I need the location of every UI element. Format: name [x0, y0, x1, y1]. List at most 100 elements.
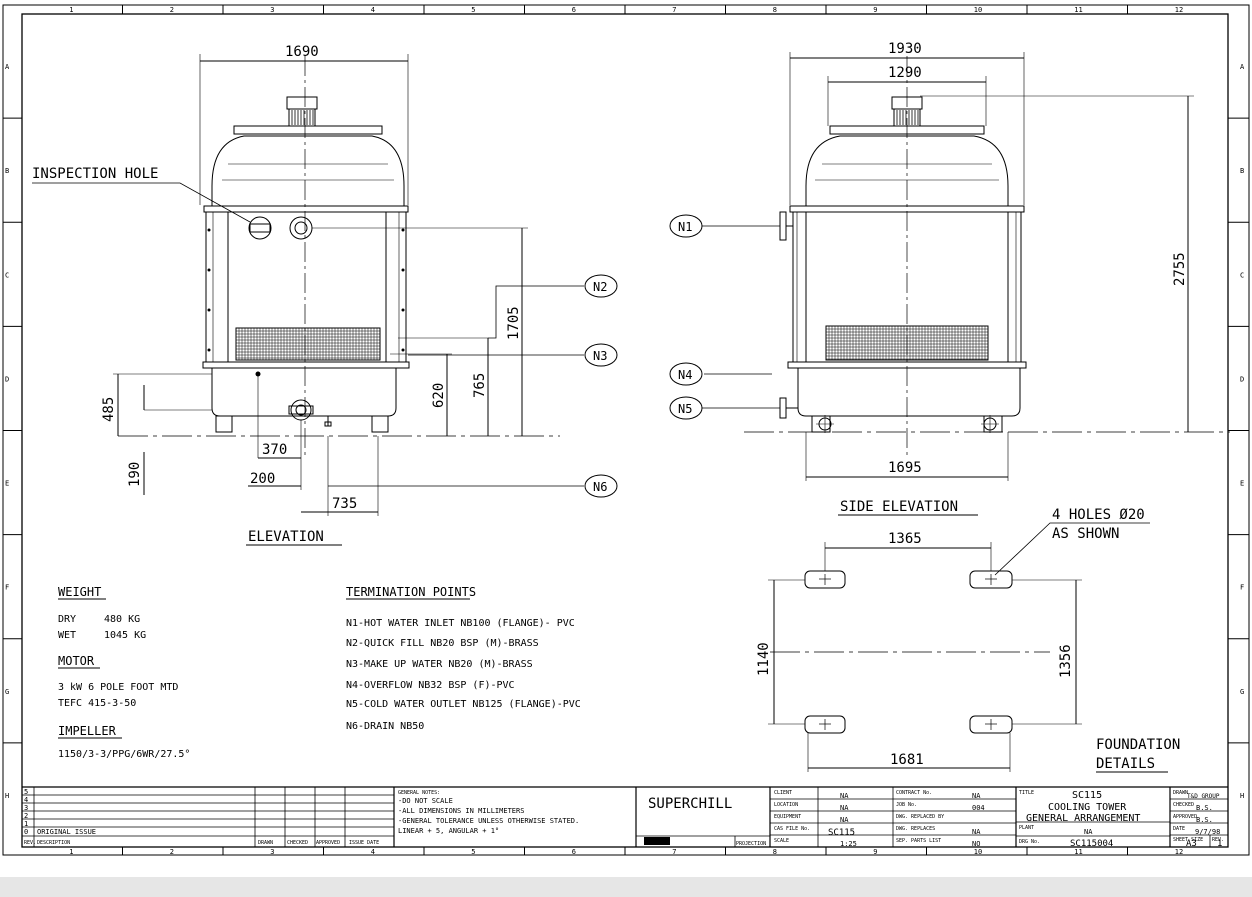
n2-fitting — [289, 216, 313, 240]
date-value: 9/7/98 — [1195, 828, 1220, 836]
dim-200: 200 — [250, 471, 275, 487]
side-elevation-title: SIDE ELEVATION — [840, 499, 958, 515]
termination-item: N3-MAKE UP WATER NB20 (M)-BRASS — [346, 659, 533, 670]
notes-heading: GENERAL NOTES: — [398, 790, 440, 796]
basin — [211, 368, 397, 417]
cas-file-value: SC115 — [828, 828, 855, 838]
plant-label: PLANT — [1019, 825, 1034, 831]
tag-n1: N1 — [678, 220, 692, 234]
dim-1705: 1705 — [506, 306, 522, 340]
grid-row-label: C — [5, 271, 9, 279]
inspection-hole-label: INSPECTION HOLE — [32, 166, 158, 182]
dim-1140: 1140 — [756, 642, 772, 676]
drawn-label: DRAWN — [1173, 790, 1188, 796]
issue-date-header: ISSUE DATE — [349, 840, 379, 846]
elevation-text: 1690 INSPECTION HOLE 1705 765 620 485 19… — [32, 44, 607, 545]
termination-heading: TERMINATION POINTS — [346, 585, 476, 599]
holes-note-line2: AS SHOWN — [1052, 526, 1119, 542]
grid-row-label: D — [1240, 375, 1244, 383]
dim-485: 485 — [101, 397, 117, 422]
dwg-replaces-label: DWG. REPLACES — [896, 826, 935, 832]
grid-col-label: 7 — [672, 848, 676, 856]
motor-line-1: 3 kW 6 POLE FOOT MTD — [58, 682, 178, 693]
cas-file-label: CAS FILE No. — [774, 826, 810, 832]
grid-row-label: G — [5, 688, 9, 696]
motor-line-2: TEFC 415-3-50 — [58, 698, 136, 709]
equipment-label: EQUIPMENT — [774, 814, 801, 820]
termination-block: TERMINATION POINTS N1-HOT WATER INLET NB… — [346, 585, 581, 732]
note-line: LINEAR + 5, ANGULAR + 1° — [398, 827, 499, 835]
viewer-bottom-bar — [0, 877, 1252, 897]
termination-item: N4-OVERFLOW NB32 BSP (F)-PVC — [346, 680, 515, 691]
title-block-text: 5 4 3 2 1 0 ORIGINAL ISSUE REV. DESCRIPT… — [24, 788, 1224, 849]
parts-list-label: SEP. PARTS LIST — [896, 838, 941, 844]
client-label: CLIENT — [774, 790, 792, 796]
termination-item: N5-COLD WATER OUTLET NB125 (FLANGE)-PVC — [346, 699, 581, 710]
grid-row-label: E — [1240, 480, 1244, 488]
checked-label: CHECKED — [1173, 802, 1194, 808]
company-name: SUPERCHILL — [648, 796, 732, 812]
projection-symbol — [644, 837, 670, 845]
tag-n2: N2 — [593, 280, 607, 294]
title-line: SC115 — [1072, 790, 1102, 801]
contract-value: NA — [972, 792, 981, 800]
rev-row-number: 5 — [24, 788, 28, 796]
grid-col-label: 8 — [773, 848, 777, 856]
drg-label: DRG No. — [1019, 839, 1040, 845]
impeller-line: 1150/3-3/PPG/6WR/27.5° — [58, 749, 190, 760]
rev-label: REV. — [1212, 837, 1224, 843]
grid-col-label: 3 — [270, 6, 274, 14]
checked-value: B.S. — [1196, 804, 1213, 812]
grid-row-label: H — [5, 792, 9, 800]
description-header: DESCRIPTION — [37, 840, 70, 846]
dim-765: 765 — [472, 373, 488, 398]
foundation-hole-br — [969, 715, 1013, 734]
approved-label: APPROVED — [1173, 814, 1197, 820]
grid-row-label: A — [1240, 63, 1245, 71]
checked-header: CHECKED — [287, 840, 308, 846]
client-value: NA — [840, 792, 849, 800]
dim-370: 370 — [262, 442, 287, 458]
grid-col-label: 2 — [170, 6, 174, 14]
rev-row-number: 2 — [24, 812, 28, 820]
title-line: COOLING TOWER — [1048, 802, 1127, 813]
drawn-header: DRAWN — [258, 840, 273, 846]
grid-col-label: 5 — [471, 848, 475, 856]
rev-row-number: 4 — [24, 796, 28, 804]
grid-col-label: 10 — [974, 848, 982, 856]
grid-row-label: A — [5, 63, 10, 71]
side-elevation-view — [669, 52, 1230, 516]
grid-col-label: 3 — [270, 848, 274, 856]
weight-heading: WEIGHT — [58, 585, 101, 599]
grid-row-label: C — [1240, 271, 1244, 279]
tag-n6: N6 — [593, 480, 607, 494]
contract-label: CONTRACT No. — [896, 790, 932, 796]
termination-item: N2-QUICK FILL NB20 BSP (M)-BRASS — [346, 638, 539, 649]
dim-1690: 1690 — [285, 44, 319, 60]
scale-value: 1:25 — [840, 840, 857, 848]
dry-value: 480 KG — [104, 614, 140, 625]
termination-item: N6-DRAIN NB50 — [346, 721, 424, 732]
grid-col-label: 4 — [371, 6, 375, 14]
plant-value: NA — [1084, 828, 1093, 836]
foundation-title-1: FOUNDATION — [1096, 737, 1180, 753]
n6-drain — [290, 399, 312, 421]
foundation-plan — [768, 522, 1168, 773]
job-value: 004 — [972, 804, 985, 812]
rev-row-number: 0 — [24, 828, 28, 836]
note-line: -ALL DIMENSIONS IN MILLIMETERS — [398, 807, 524, 815]
wet-value: 1045 KG — [104, 630, 146, 641]
rev-row-number: 1 — [24, 820, 28, 828]
dim-1681: 1681 — [890, 752, 924, 768]
dwg-replaced-by-label: DWG. REPLACED BY — [896, 814, 944, 820]
scale-label: SCALE — [774, 838, 789, 844]
grid-col-label: 9 — [873, 6, 877, 14]
grid-col-label: 1 — [69, 6, 73, 14]
grid-row-label: E — [5, 480, 9, 488]
drg-value: SC115004 — [1070, 839, 1113, 849]
foundation-hole-bl — [804, 715, 846, 734]
location-value: NA — [840, 804, 849, 812]
grid-col-label: 1 — [69, 848, 73, 856]
title-block — [22, 786, 1228, 847]
